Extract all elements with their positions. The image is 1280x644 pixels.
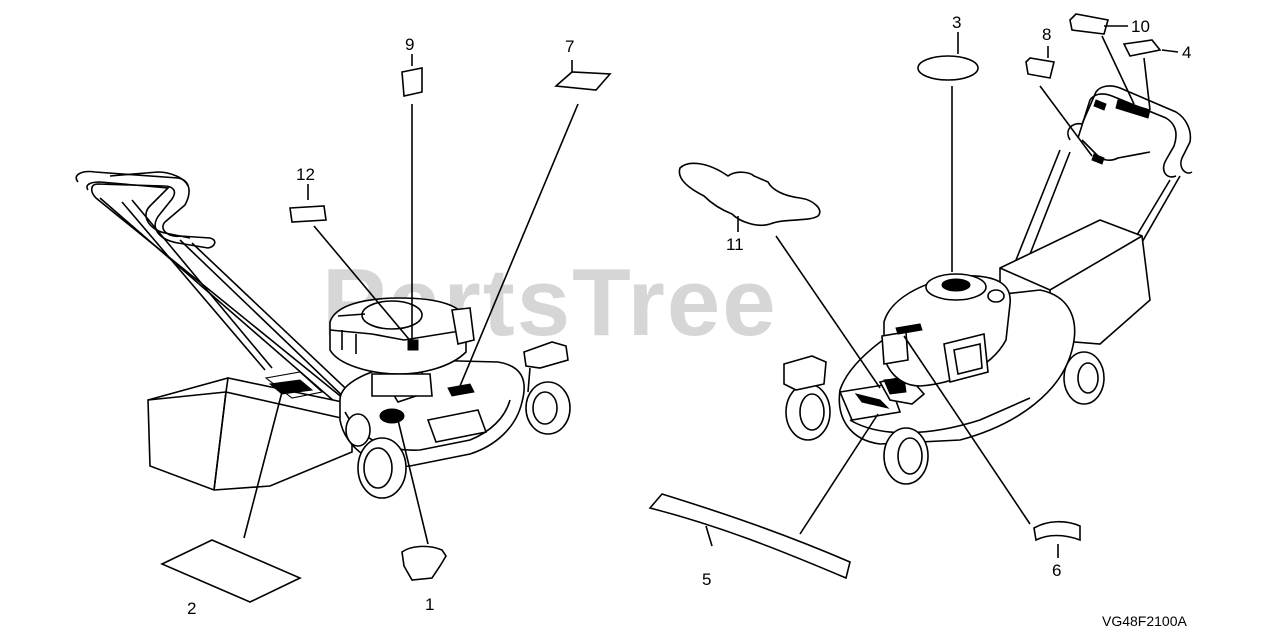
- left-mower: [75, 170, 571, 499]
- decal-11: [678, 162, 821, 227]
- leader-12: [313, 225, 419, 351]
- decal-3: [917, 55, 979, 81]
- left-mower-handle: [75, 170, 361, 416]
- decal-6: [1033, 520, 1081, 542]
- leader-10: [1101, 35, 1135, 105]
- left-mower-wheels: [345, 341, 571, 499]
- decal-10: [1069, 13, 1110, 35]
- leader-6: [903, 335, 1031, 525]
- callout-7: 7: [565, 37, 574, 56]
- leader-1: [397, 419, 429, 545]
- decal-7: [554, 71, 612, 91]
- decal-12: [289, 205, 327, 223]
- decal-parts: [160, 13, 1179, 603]
- callout-3: 3: [952, 13, 961, 32]
- leader-8: [1039, 85, 1093, 157]
- callout-12: 12: [296, 165, 315, 184]
- callout-numbers: 1 2 3 4 5 6 7 8 9 10 11 12: [187, 13, 1191, 618]
- decal-8: [1025, 57, 1055, 79]
- decal-9: [401, 67, 423, 97]
- callout-11: 11: [726, 235, 744, 254]
- leader-5: [799, 413, 879, 535]
- callout-5: 5: [702, 570, 711, 589]
- callout-1: 1: [425, 595, 434, 614]
- decal-1: [401, 545, 447, 581]
- callout-4: 4: [1182, 43, 1191, 62]
- leader-5-num: [705, 525, 713, 547]
- callout-2: 2: [187, 599, 196, 618]
- decal-5: [648, 493, 851, 580]
- diagram-code: VG48F2100A: [1102, 613, 1187, 629]
- leader-7: [459, 103, 579, 387]
- left-mower-engine: [329, 297, 475, 397]
- callout-9: 9: [405, 35, 414, 54]
- leader-4: [1143, 57, 1151, 111]
- right-mower: [783, 85, 1193, 485]
- callout-6: 6: [1052, 561, 1061, 580]
- leader-4a: [1161, 49, 1179, 53]
- callout-8: 8: [1042, 25, 1051, 44]
- decal-2: [160, 539, 302, 603]
- decal-4: [1122, 39, 1162, 57]
- leader-2: [243, 391, 283, 539]
- callout-10: 10: [1131, 17, 1150, 36]
- leader-11: [775, 235, 881, 389]
- right-mower-wheels: [783, 351, 1105, 485]
- right-mower-engine: [881, 273, 1011, 387]
- left-mower-grass-bag: [147, 371, 353, 491]
